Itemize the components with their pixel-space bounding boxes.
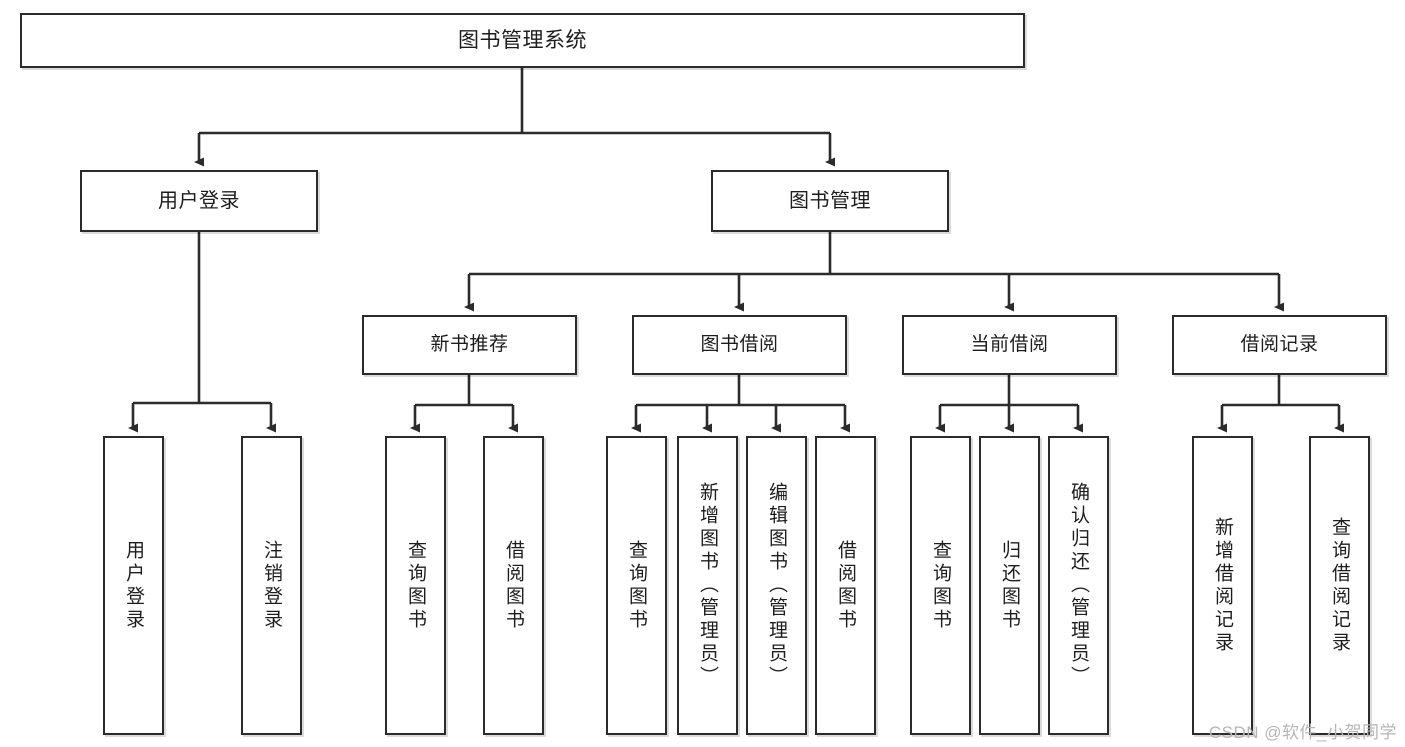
node-label: 查询图书	[626, 539, 647, 632]
leaf-edit-book-admin[interactable]: 编辑图书（管理员）	[746, 436, 807, 735]
leaf-confirm-return-admin[interactable]: 确认归还（管理员）	[1048, 436, 1109, 735]
leaf-query-book-current[interactable]: 查询图书	[910, 436, 971, 735]
node-label: 查询图书	[405, 539, 426, 632]
node-label: 新增图书（管理员）	[697, 482, 718, 689]
leaf-return-book[interactable]: 归还图书	[979, 436, 1040, 735]
leaf-add-book-admin[interactable]: 新增图书（管理员）	[677, 436, 738, 735]
leaf-query-book-recommend[interactable]: 查询图书	[385, 436, 446, 735]
leaf-borrow-book[interactable]: 借阅图书	[815, 436, 876, 735]
leaf-query-book-borrow[interactable]: 查询图书	[606, 436, 667, 735]
leaf-borrow-book-recommend[interactable]: 借阅图书	[483, 436, 544, 735]
node-label: 借阅记录	[1240, 334, 1319, 356]
node-label: 图书借阅	[700, 334, 779, 356]
node-root-book-management-system[interactable]: 图书管理系统	[20, 13, 1025, 68]
node-label: 图书管理	[789, 189, 871, 212]
node-book-management[interactable]: 图书管理	[711, 170, 949, 232]
leaf-logout-login[interactable]: 注销登录	[241, 436, 302, 735]
node-label: 编辑图书（管理员）	[766, 482, 787, 689]
node-label: 当前借阅	[970, 334, 1049, 356]
node-label: 图书管理系统	[458, 28, 587, 52]
node-label: 新书推荐	[430, 334, 509, 356]
leaf-user-login[interactable]: 用户登录	[103, 436, 164, 735]
node-label: 用户登录	[158, 189, 240, 212]
node-label: 确认归还（管理员）	[1068, 482, 1089, 689]
node-label: 注销登录	[261, 539, 282, 632]
leaf-query-borrow-record[interactable]: 查询借阅记录	[1309, 436, 1370, 735]
node-label: 借阅图书	[503, 539, 524, 632]
node-label: 查询图书	[930, 539, 951, 632]
node-label: 归还图书	[999, 539, 1020, 632]
node-current-borrow[interactable]: 当前借阅	[902, 315, 1117, 375]
node-user-login[interactable]: 用户登录	[80, 170, 318, 232]
leaf-add-borrow-record[interactable]: 新增借阅记录	[1192, 436, 1253, 735]
node-new-book-recommend[interactable]: 新书推荐	[362, 315, 577, 375]
node-label: 查询借阅记录	[1329, 516, 1350, 655]
node-label: 借阅图书	[835, 539, 856, 632]
node-book-borrow[interactable]: 图书借阅	[632, 315, 847, 375]
node-label: 用户登录	[123, 539, 144, 632]
node-borrow-record[interactable]: 借阅记录	[1172, 315, 1387, 375]
node-label: 新增借阅记录	[1212, 516, 1233, 655]
csdn-watermark: CSDN @软件_小贺同学	[1208, 723, 1397, 742]
